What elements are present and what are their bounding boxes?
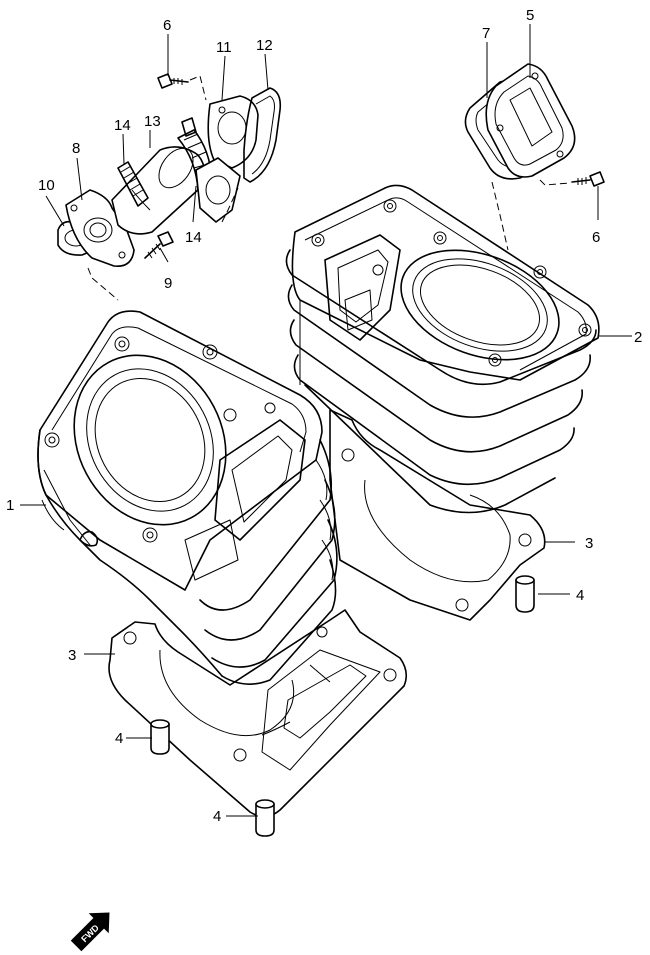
callout-14-left: 14 xyxy=(114,117,131,134)
fwd-arrow-icon: FWD xyxy=(70,912,110,952)
dowel-pin-left-lower xyxy=(255,799,275,837)
callout-6-upper: 6 xyxy=(163,17,171,34)
leader-lines xyxy=(20,24,632,817)
callout-2: 2 xyxy=(634,329,642,346)
union-gasket xyxy=(243,87,282,183)
bolt-upper-left xyxy=(157,73,189,89)
callout-11: 11 xyxy=(216,39,232,56)
callout-3-left: 3 xyxy=(68,647,76,664)
rear-base-gasket xyxy=(329,409,546,621)
callout-1: 1 xyxy=(6,497,14,514)
callout-14-lower: 14 xyxy=(185,229,202,246)
callout-12: 12 xyxy=(256,37,273,54)
front-cylinder xyxy=(37,310,338,685)
cam-cover xyxy=(485,63,576,178)
dowel-pin-left-upper xyxy=(150,719,170,755)
callout-4-lower: 4 xyxy=(213,808,221,825)
front-base-gasket xyxy=(108,609,408,818)
dowel-pin-right xyxy=(515,575,535,613)
callout-6-right: 6 xyxy=(592,229,600,246)
assembly-lines xyxy=(87,75,571,301)
callout-4-right: 4 xyxy=(576,587,584,604)
callout-13: 13 xyxy=(144,113,161,130)
callout-7: 7 xyxy=(482,25,490,42)
callout-10: 10 xyxy=(38,177,55,194)
callout-8: 8 xyxy=(72,140,80,157)
hose-union xyxy=(195,95,259,223)
bolt-9 xyxy=(144,231,174,259)
callout-9: 9 xyxy=(164,275,172,292)
bolt-right xyxy=(571,171,605,187)
callout-4-middle: 4 xyxy=(115,730,123,747)
intake-pipe-assembly xyxy=(57,117,213,267)
callout-labels: 1 2 3 3 4 4 4 5 6 6 7 8 9 10 11 12 13 14… xyxy=(6,7,642,825)
callout-5: 5 xyxy=(526,7,534,24)
callout-3-right: 3 xyxy=(585,535,593,552)
rear-cylinder xyxy=(285,184,600,514)
